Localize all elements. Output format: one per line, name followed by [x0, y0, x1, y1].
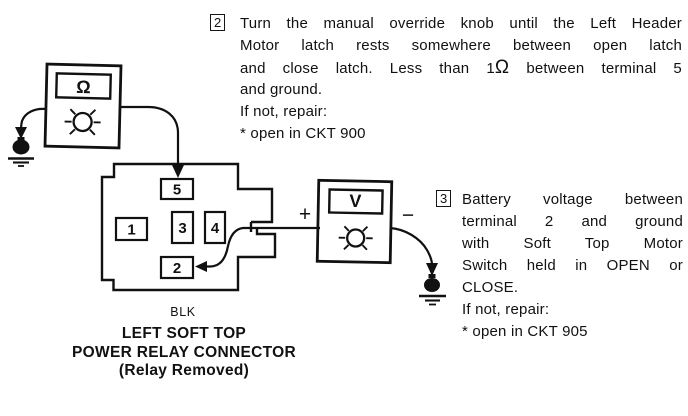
ohmmeter-symbol: Ω: [76, 77, 91, 97]
dial-icon: [64, 108, 101, 136]
terminal-5-box: [159, 177, 195, 201]
step-2-line: Turn the manual override knob until the …: [240, 15, 682, 32]
step-2-number: 2: [210, 14, 226, 31]
step-3-line: terminal 2 and ground: [462, 213, 683, 230]
connector-caption-line: (Relay Removed): [118, 362, 250, 379]
step-3-instructions: 3 Battery voltage between terminal 2 and…: [436, 189, 688, 343]
voltmeter-display: [327, 188, 384, 215]
connector-caption-line: POWER RELAY CONNECTOR: [72, 343, 296, 361]
connector-caption: LEFT SOFT TOP POWER RELAY CONNECTOR (Rel…: [14, 325, 354, 381]
voltmeter-terminal2-lead: [195, 226, 320, 272]
step-2-line: Motor latch rests somewhere between open…: [240, 37, 682, 54]
ohm-unit-symbol: Ω: [494, 57, 510, 78]
terminal-2-box: [159, 255, 195, 280]
arrowhead-left: [195, 261, 207, 272]
connector-caption-line: LEFT SOFT TOP: [121, 325, 247, 342]
step-2-line: and ground.: [240, 81, 323, 98]
step-3-line: Battery voltage between: [462, 191, 683, 208]
terminal-3-box: [170, 210, 195, 245]
step-3-number: 3: [436, 190, 452, 207]
terminal-2-label: 2: [173, 260, 181, 277]
ground-symbol-right: [419, 274, 446, 306]
step-2-line-part: and close latch. Less than 1: [240, 60, 495, 77]
positive-polarity-label: +: [299, 203, 311, 226]
terminal-1-box: [114, 216, 149, 242]
terminal-4-label: 4: [211, 220, 220, 237]
ohmmeter: Ω: [43, 62, 123, 150]
ohmmeter-terminal5-lead: [120, 105, 184, 178]
step-3-line: Switch held in OPEN or: [462, 257, 683, 274]
ohmmeter-ground-lead: [8, 107, 47, 167]
wire-color-label: BLK: [170, 305, 196, 319]
step-2-line: If not, repair:: [240, 103, 328, 120]
dial-icon: [338, 225, 373, 251]
ground-symbol-left: [8, 137, 34, 167]
connector-terminals: [114, 177, 227, 280]
step-3-line: with Soft Top Motor: [462, 235, 683, 252]
step-2-line-part: between terminal 5: [509, 60, 682, 77]
arrowhead-down: [172, 165, 184, 178]
terminal-4-box: [203, 210, 227, 245]
voltmeter-symbol: V: [349, 191, 361, 211]
step-2-line: and close latch. Less than 1Ω between te…: [240, 57, 682, 79]
arrowhead-down: [426, 263, 438, 276]
voltmeter: V: [315, 178, 394, 265]
terminal-3-label: 3: [178, 220, 186, 237]
step-3-line: If not, repair:: [462, 301, 550, 318]
step-3-line: * open in CKT 905: [462, 323, 588, 340]
negative-polarity-label: −: [402, 204, 414, 227]
terminal-1-label: 1: [127, 222, 135, 239]
voltmeter-ground-lead: [389, 226, 446, 306]
step-3-line: CLOSE.: [462, 279, 519, 296]
step-2-instructions: 2 Turn the manual override knob until th…: [210, 13, 684, 145]
arrowhead-down: [15, 127, 27, 139]
step-2-line: * open in CKT 900: [240, 125, 366, 142]
ohmmeter-display: [54, 72, 113, 100]
terminal-5-label: 5: [173, 182, 181, 199]
